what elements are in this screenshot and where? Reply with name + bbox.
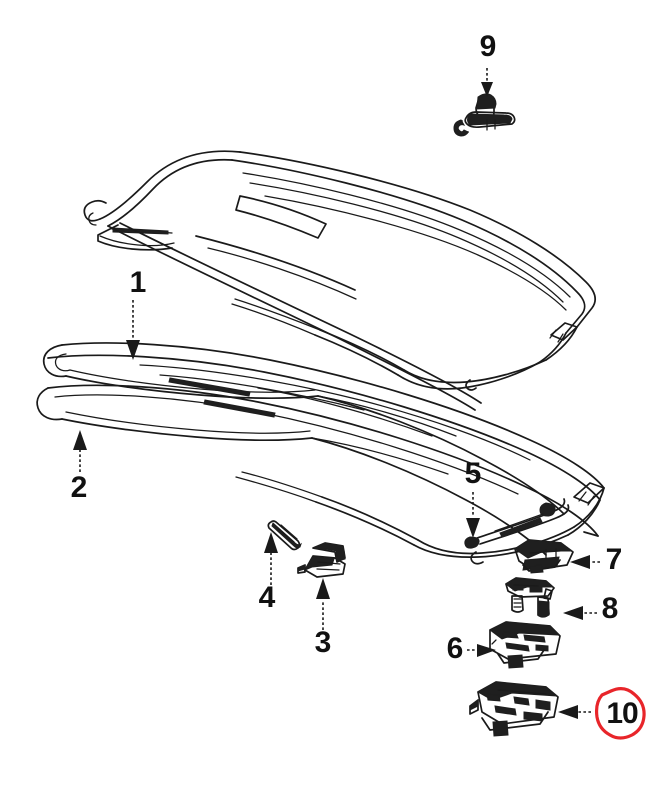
part-roof-latch-hook[interactable] bbox=[453, 93, 516, 137]
callout-6-leader bbox=[467, 644, 496, 657]
callout-label-8[interactable]: 8 bbox=[602, 592, 619, 625]
callout-2-leader bbox=[73, 430, 87, 472]
callout-10-leader bbox=[558, 705, 591, 719]
part-mounting-bracket[interactable] bbox=[469, 681, 559, 737]
callout-label-5[interactable]: 5 bbox=[465, 457, 482, 490]
part-hinge-block[interactable] bbox=[489, 621, 561, 669]
callout-label-3[interactable]: 3 bbox=[315, 626, 332, 659]
callout-labels: 1 2 3 4 5 6 7 8 9 10 bbox=[71, 30, 639, 730]
callout-3-leader bbox=[316, 578, 330, 630]
callout-5-leader bbox=[466, 492, 480, 538]
callout-label-9[interactable]: 9 bbox=[480, 30, 497, 63]
part-upper-roof-bow-frame[interactable] bbox=[83, 150, 596, 411]
callout-10-highlight-ring bbox=[594, 687, 646, 740]
callout-label-4[interactable]: 4 bbox=[259, 581, 276, 614]
callout-4-leader bbox=[264, 532, 278, 585]
callout-label-6[interactable]: 6 bbox=[447, 632, 464, 665]
callout-label-7[interactable]: 7 bbox=[606, 543, 623, 576]
callout-7-leader bbox=[570, 555, 600, 569]
part-latch-bracket[interactable] bbox=[297, 542, 346, 578]
part-dowel-bracket[interactable] bbox=[505, 577, 555, 618]
part-corner-bracket[interactable] bbox=[514, 539, 574, 574]
part-tension-rod[interactable] bbox=[464, 498, 570, 549]
part-pivot-pin[interactable] bbox=[267, 520, 302, 551]
callout-label-1[interactable]: 1 bbox=[130, 266, 147, 299]
part-lower-roof-bow-frame[interactable] bbox=[36, 342, 605, 565]
callout-1-leader bbox=[126, 300, 140, 360]
callout-label-2[interactable]: 2 bbox=[71, 471, 88, 504]
callout-8-leader bbox=[563, 606, 597, 620]
callout-label-10[interactable]: 10 bbox=[606, 697, 639, 730]
callout-9-leader bbox=[481, 68, 493, 97]
